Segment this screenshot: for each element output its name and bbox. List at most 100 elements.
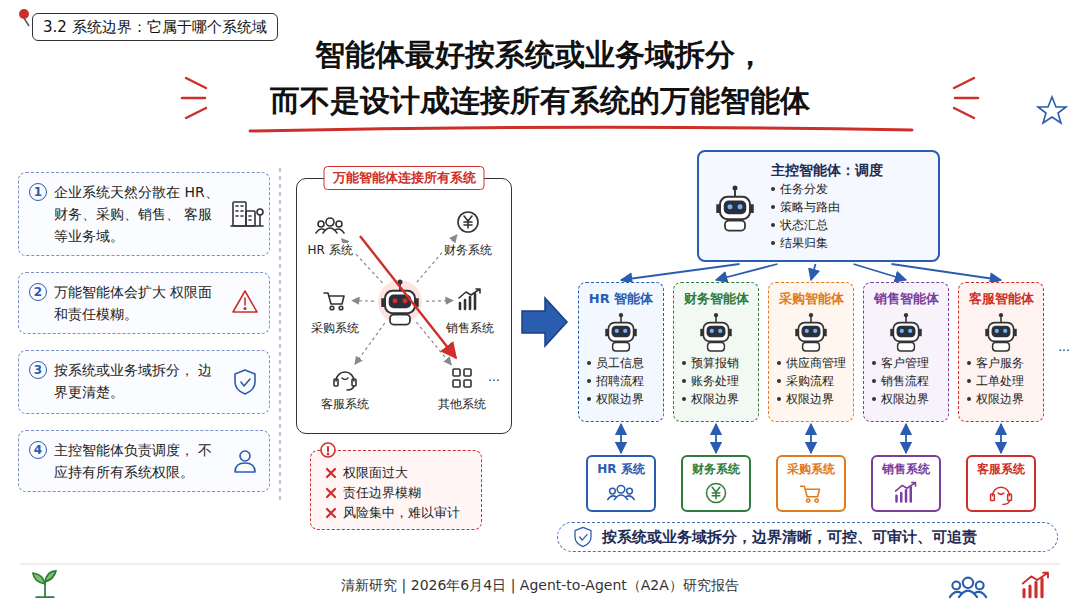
robot-icon-part [703,323,728,342]
point-text: 万能智能体会扩大 权限面和责任模糊。 [54,281,223,325]
headset-icon-part [1003,501,1010,505]
shield-icon [575,527,591,546]
agent-box: 销售智能体客户管理销售流程权限边界 [863,282,949,422]
headset-icon-part [352,379,356,386]
cart-icon-part [806,499,809,502]
robot-icon-part [708,343,725,351]
robot-icon-part [725,221,745,231]
headset-icon-part [1008,494,1012,501]
cross-icon [325,507,337,519]
bullet-text: 任务分发 [780,180,828,198]
bullet-dot [682,379,686,383]
point-icon [227,443,263,479]
system-label: HR 系统 [305,243,354,258]
building-icon [231,202,263,226]
cross-icon [325,467,337,479]
grid-icon [453,369,471,387]
bullet-dot [682,397,686,401]
cart-icon-part [330,306,334,310]
agent-robot [869,310,943,352]
shield-icon [235,370,255,394]
bullet-row: 任务分发 [771,180,883,198]
x-icon [327,489,335,497]
robot-icon-part [798,323,823,342]
people-icon-part [975,592,987,597]
connector [620,424,622,453]
x-icon [327,509,335,517]
bullet-text: 招聘流程 [596,372,644,390]
cart-icon-part [324,293,344,304]
system-box: 财务系统 [681,455,751,512]
bullet-dot [967,397,971,401]
bullet-dot [777,379,781,383]
robot-icon-part [992,326,1011,338]
robot-icon-part [809,313,813,317]
people-icon-part [627,488,633,494]
agent-robot [679,310,753,352]
bullet-dot [872,397,876,401]
sprout-icon-part [36,596,54,598]
people-icon [950,578,986,598]
building-icon-part [231,215,263,226]
robot-icon [985,313,1017,351]
connector [716,264,778,280]
bullet-text: 权限边界 [691,390,739,408]
dashed-link [426,300,453,302]
sparkle-left [182,78,206,118]
agent-box: 财务智能体预算报销账务处理权限边界 [673,282,759,422]
section-tab: 3.2 系统边界：它属于哪个系统域 [32,13,278,41]
callout-number: 2 [29,283,47,301]
bullet-row: 状态汇总 [771,216,883,234]
connector [905,424,907,453]
agent-robot [584,310,658,352]
people-icon-part [976,582,984,590]
callout-number: 1 [29,183,47,201]
robot-icon-part [733,186,738,191]
callout-number: 4 [29,441,47,459]
point-icon [227,285,263,321]
agent-list: 预算报销账务处理权限边界 [679,354,753,408]
point-icon [227,364,263,400]
point-text: 主控智能体负责调度， 不应持有所有系统权限。 [54,439,223,483]
bullet-row: 权限边界 [872,390,943,408]
headset-icon-part [991,494,995,501]
cross-icon [325,487,337,499]
caption: 清新研究 | 2026年6月4日 | Agent-to-Agent（A2A）研究… [0,575,1080,595]
bullet-row: 员工信息 [587,354,658,372]
connector [892,264,1002,280]
bullet-row: 销售流程 [872,372,943,390]
grid-icon-part [464,369,471,376]
person-icon-part [240,451,250,461]
robot-icon-part [608,323,633,342]
panel-heading: 万能智能体连接所有系统 [324,166,485,190]
risk-text: 风险集中，难以审计 [343,503,460,523]
connector [715,424,717,453]
risk-row: 权限面过大 [325,463,471,483]
bullet-dot [967,361,971,365]
bullet-text: 账务处理 [691,372,739,390]
building-icon-part [246,211,255,226]
bullet-dot [777,397,781,401]
connector [854,264,907,280]
robot-icon [890,313,922,351]
agent-list: 员工信息招聘流程权限边界 [584,354,658,408]
robot-icon-part [995,329,999,333]
yen-icon [458,212,478,232]
master-content: 主控智能体：调度任务分发策略与路由状态汇总结果归集 [771,160,883,252]
people-icon-part [950,592,962,597]
sprout-icon-part [33,573,45,584]
chart-icon-part [459,289,480,298]
warn-icon [233,291,257,312]
shield-icon [572,526,594,548]
column-divider [279,168,280,500]
robot-icon-part [1003,329,1007,333]
people-icon [316,218,344,233]
chart-icon [896,483,916,502]
bullet-text: 状态汇总 [780,216,828,234]
master-heading: 主控智能体：调度 [771,160,883,180]
bullet-row: 招聘流程 [587,372,658,390]
summary-pill: 按系统或业务域拆分，边界清晰，可控、可审计、可追责 [557,522,1058,552]
connector [810,424,812,453]
cart-icon-part [801,486,820,496]
system-name: HR 系统 [590,461,652,478]
